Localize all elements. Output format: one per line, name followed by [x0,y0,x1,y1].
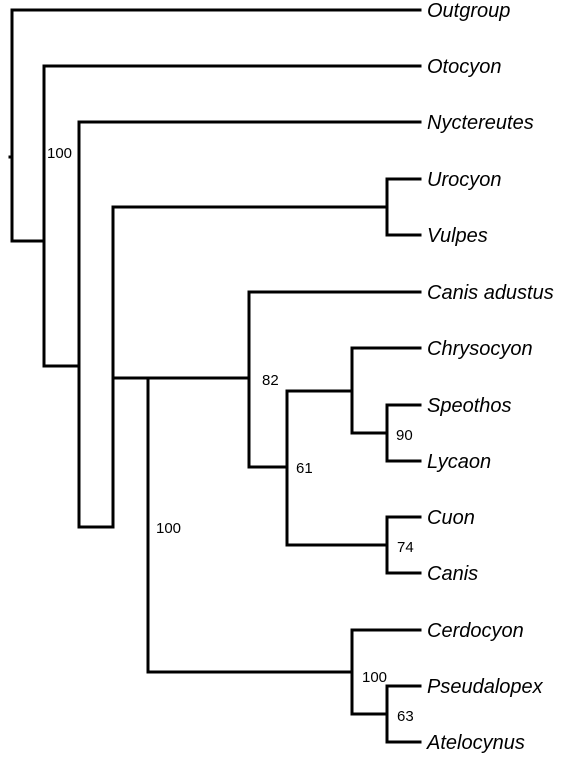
taxon-cuon: Cuon [427,507,475,529]
branch-large-clade [146,376,354,674]
taxon-atelocynus: Atelocynus [426,732,525,754]
support-cerdocyon-clade: 100 [362,669,387,686]
taxon-outgroup: Outgroup [427,0,510,22]
taxon-canis: Canis [427,563,478,585]
taxon-canis-adustus: Canis adustus [427,282,554,304]
branch-pseudalopex-atelocynus [385,684,422,744]
branch-chrysocyon-clade [285,389,389,547]
taxon-lycaon: Lycaon [427,451,491,473]
support-large-clade: 100 [156,520,181,537]
branch-root [8,8,422,243]
taxon-cerdocyon: Cerdocyon [427,620,524,642]
taxon-chrysocyon: Chrysocyon [427,338,533,360]
support-canis-clade: 82 [262,372,279,389]
taxon-urocyon: Urocyon [427,169,501,191]
branch-ingroup [42,64,422,368]
support-cuon-canis: 74 [397,539,414,556]
branch-speothos-lycaon [385,403,422,463]
support-chrysocyon-clade: 61 [296,460,313,477]
branch-nyctereutes-split [77,120,422,529]
taxon-vulpes: Vulpes [427,225,488,247]
branch-cerdocyon-clade [350,628,422,716]
branch-chrysocyon-node [350,346,422,435]
branch-urocyon-vulpes [385,177,422,237]
taxon-pseudalopex: Pseudalopex [427,676,544,698]
branch-core-node [111,205,389,529]
taxon-speothos: Speothos [427,395,512,417]
support-ingroup: 100 [47,145,72,162]
support-speothos-lycaon: 90 [396,427,413,444]
support-pseudalopex-atelocynus: 63 [397,708,414,725]
branch-canis-clade [247,290,422,469]
taxon-nyctereutes: Nyctereutes [427,112,534,134]
taxon-otocyon: Otocyon [427,56,501,78]
branch-cuon-canis [385,515,422,575]
